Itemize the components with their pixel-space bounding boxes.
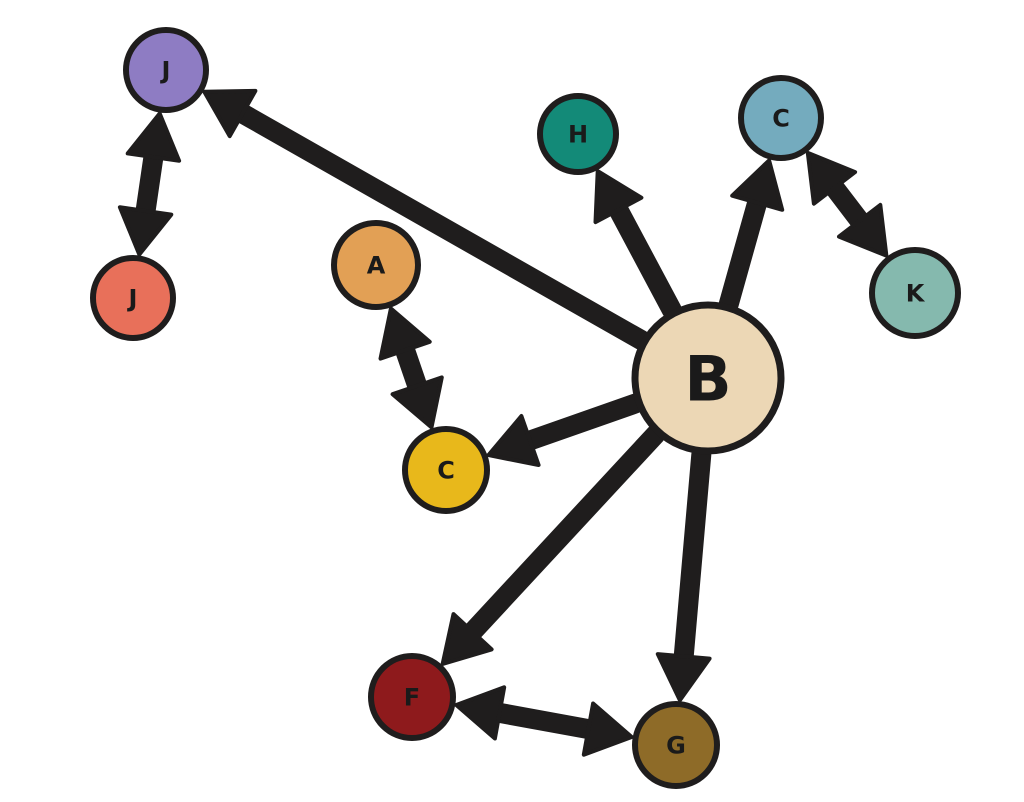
edge-line	[134, 141, 165, 227]
edge-f-g	[454, 685, 634, 757]
node-circle	[632, 701, 720, 789]
node-label: B	[684, 342, 731, 415]
arrowhead	[440, 612, 494, 666]
edge-b-g	[655, 444, 712, 703]
arrowhead	[655, 652, 712, 703]
edge-line	[718, 186, 769, 314]
node-f: F	[368, 653, 456, 741]
edge-c1-k	[805, 150, 889, 258]
node-circle	[869, 247, 961, 339]
edge-line	[673, 444, 712, 673]
node-label: C	[437, 457, 455, 485]
node-circle	[631, 301, 785, 455]
edge-j1-j2	[117, 111, 182, 257]
arrowhead	[730, 158, 785, 212]
edge-b-h	[593, 169, 682, 320]
arrowhead	[837, 202, 889, 258]
node-label: H	[568, 121, 588, 149]
arrowhead	[486, 414, 541, 467]
node-j1: J	[123, 27, 209, 113]
edge-line	[458, 424, 666, 647]
edge-line	[605, 194, 682, 320]
arrowhead	[390, 375, 444, 430]
edge-line	[393, 334, 430, 402]
edges-layer	[117, 88, 889, 757]
edge-b-f	[440, 424, 666, 666]
edge-b-j1	[202, 88, 652, 350]
node-label: J	[127, 285, 138, 313]
edge-a-c2	[378, 306, 444, 430]
node-c2: C	[402, 426, 490, 514]
edge-line	[227, 100, 652, 350]
edge-b-c2	[486, 393, 646, 467]
node-circle	[402, 426, 490, 514]
node-h: H	[537, 93, 619, 175]
node-a: A	[331, 220, 421, 310]
arrowhead	[125, 111, 182, 163]
node-circle	[368, 653, 456, 741]
nodes-layer: J J A H C K B C F G	[90, 27, 961, 789]
edge-line	[820, 173, 874, 236]
edge-line	[483, 701, 605, 741]
node-k: K	[869, 247, 961, 339]
arrowhead	[117, 205, 174, 257]
node-j2: J	[90, 255, 176, 341]
node-circle	[331, 220, 421, 310]
node-circle	[738, 75, 824, 161]
node-g: G	[632, 701, 720, 789]
node-circle	[537, 93, 619, 175]
arrowhead	[454, 685, 507, 741]
node-label: F	[404, 684, 420, 712]
node-circle	[90, 255, 176, 341]
node-b: B	[631, 301, 785, 455]
node-label: K	[906, 280, 926, 308]
node-label: G	[666, 732, 686, 760]
edge-b-c1	[718, 158, 785, 314]
node-label: J	[160, 57, 171, 85]
node-c1: C	[738, 75, 824, 161]
node-circle	[123, 27, 209, 113]
arrowhead	[202, 88, 258, 139]
node-label: A	[367, 252, 386, 280]
node-label: C	[772, 105, 790, 133]
arrowhead	[581, 701, 634, 757]
arrowhead	[593, 169, 644, 225]
edge-line	[514, 393, 646, 453]
arrowhead	[378, 306, 432, 361]
arrowhead	[805, 150, 858, 206]
